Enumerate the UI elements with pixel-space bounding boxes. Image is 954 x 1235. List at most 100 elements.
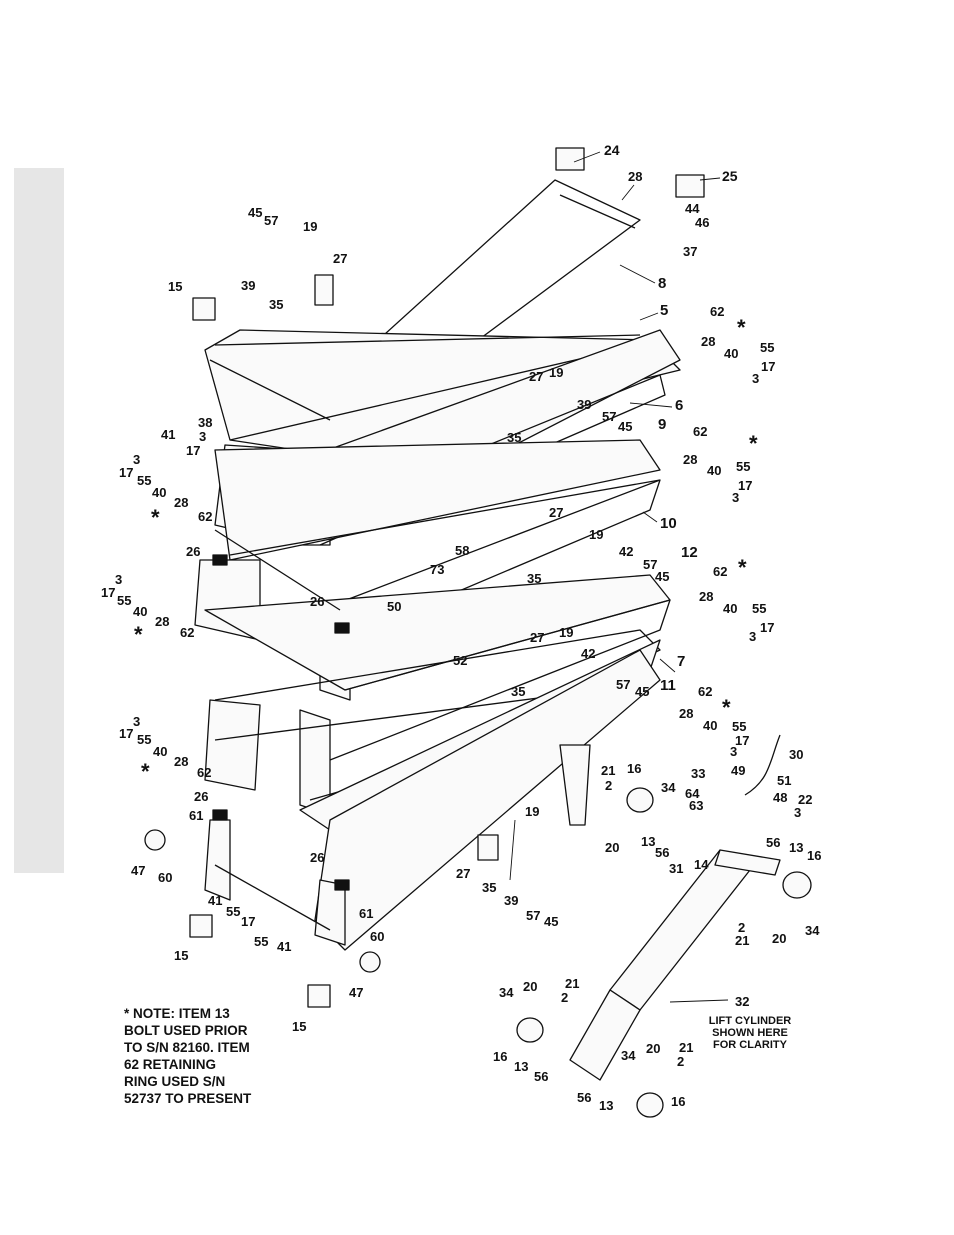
callout-c47: 17 (738, 478, 752, 493)
callout-c86: * (722, 695, 731, 720)
callout-c54: 45 (655, 569, 669, 584)
callout-c8: 57 (264, 213, 278, 228)
callout-c158: 13 (599, 1098, 613, 1113)
callout-c87: 28 (679, 706, 693, 721)
callout-c32: 3 (199, 429, 206, 444)
callout-c12: 35 (269, 297, 283, 312)
callout-c60: 40 (723, 601, 737, 616)
note-line: BOLT USED PRIOR (124, 1023, 248, 1038)
callout-c31: 41 (161, 427, 175, 442)
callout-c65: 58 (455, 543, 469, 558)
callout-c84: 11 (660, 677, 676, 694)
callout-c15: 5 (660, 302, 668, 319)
callout-c110: 22 (798, 792, 812, 807)
callout-c34: 3 (133, 452, 140, 467)
callout-c6: 37 (683, 244, 697, 259)
lift-note-line: LIFT CYLINDER (708, 1015, 792, 1027)
callout-c137: 20 (772, 931, 786, 946)
callout-c93: 3 (133, 714, 140, 729)
callout-c151: 13 (514, 1059, 528, 1074)
callout-c135: 2 (738, 920, 745, 935)
callout-c107: 64 (685, 786, 700, 801)
callout-c140: 55 (254, 934, 268, 949)
callout-c141: 41 (277, 939, 291, 954)
callout-c92: 30 (789, 747, 803, 762)
callout-c122: 16 (807, 848, 821, 863)
callout-c44: 28 (683, 452, 697, 467)
page-side-tab (14, 168, 64, 873)
callout-c64: 26 (186, 544, 200, 559)
callout-c62: 17 (760, 620, 774, 635)
callout-c102: 16 (627, 761, 641, 776)
callout-c28: 45 (618, 419, 632, 434)
callout-c118: 31 (669, 861, 683, 876)
callout-c116: 56 (655, 845, 669, 860)
callout-c5: 46 (695, 215, 709, 230)
callout-c149: 2 (561, 990, 568, 1005)
callout-c23: 27 (529, 369, 543, 384)
callout-c66: 73 (430, 562, 444, 577)
callout-c112: 26 (194, 789, 208, 804)
callout-c77: 27 (530, 630, 544, 645)
callout-c3: 25 (722, 168, 738, 184)
callout-c111: 3 (794, 805, 801, 820)
callout-c147: 20 (523, 979, 537, 994)
callout-c40: 62 (198, 509, 212, 524)
callout-c1: 24 (604, 142, 620, 158)
callout-c98: * (141, 759, 150, 784)
callout-c67: 50 (387, 599, 401, 614)
callout-c157: 56 (577, 1090, 591, 1105)
callout-c73: * (134, 622, 143, 647)
callout-c68: 3 (115, 572, 122, 587)
callout-c80: 7 (677, 653, 685, 670)
callout-c20: 55 (760, 340, 774, 355)
callout-c133: 17 (241, 914, 255, 929)
callout-c49: 10 (660, 515, 677, 532)
callout-c53: 57 (643, 557, 657, 572)
callout-c17: * (737, 315, 746, 340)
callout-c39: * (151, 505, 160, 530)
callout-c56: 12 (681, 544, 698, 561)
lift-note-line: SHOWN HERE (712, 1027, 788, 1039)
callout-c123: 47 (131, 863, 145, 878)
callout-c105: 49 (731, 763, 745, 778)
note-line: RING USED S/N (124, 1074, 226, 1089)
callout-c101: 2 (605, 778, 612, 793)
callout-c18: 28 (701, 334, 715, 349)
callout-c24: 19 (549, 365, 563, 380)
callout-c36: 55 (137, 473, 151, 488)
callout-c69: 17 (101, 585, 115, 600)
callout-c82: 57 (616, 677, 630, 692)
callout-c104: 33 (691, 766, 705, 781)
callout-c75: 26 (310, 594, 324, 609)
callout-c127: 35 (482, 880, 496, 895)
callout-c16: 62 (710, 304, 724, 319)
note-line: TO S/N 82160. ITEM (124, 1040, 250, 1055)
callout-c45: 40 (707, 463, 721, 478)
callout-c115: 13 (641, 834, 655, 849)
callout-c130: 45 (544, 914, 558, 929)
callout-c138: 34 (805, 923, 820, 938)
note-line: * NOTE: ITEM 13 (124, 1006, 230, 1021)
callout-c85: 62 (698, 684, 712, 699)
callout-c79: 42 (581, 646, 595, 661)
callout-c70: 55 (117, 593, 131, 608)
callout-c10: 27 (333, 251, 347, 266)
callout-c42: 62 (693, 424, 707, 439)
callout-c2: 28 (628, 169, 642, 184)
callout-c52: 42 (619, 544, 633, 559)
callout-c142: 60 (370, 929, 384, 944)
lift-note-line: FOR CLARITY (713, 1039, 787, 1051)
callout-c155: 21 (679, 1040, 693, 1055)
callout-c81: 35 (511, 684, 525, 699)
callout-c148: 21 (565, 976, 579, 991)
serial-number-note: * NOTE: ITEM 13 BOLT USED PRIOR TO S/N 8… (124, 1005, 299, 1107)
callout-c61: 55 (752, 601, 766, 616)
callout-c37: 40 (152, 485, 166, 500)
callout-c4: 44 (685, 201, 700, 216)
callout-c125: 26 (310, 850, 324, 865)
callout-c134: 61 (359, 906, 373, 921)
callout-c74: 62 (180, 625, 194, 640)
